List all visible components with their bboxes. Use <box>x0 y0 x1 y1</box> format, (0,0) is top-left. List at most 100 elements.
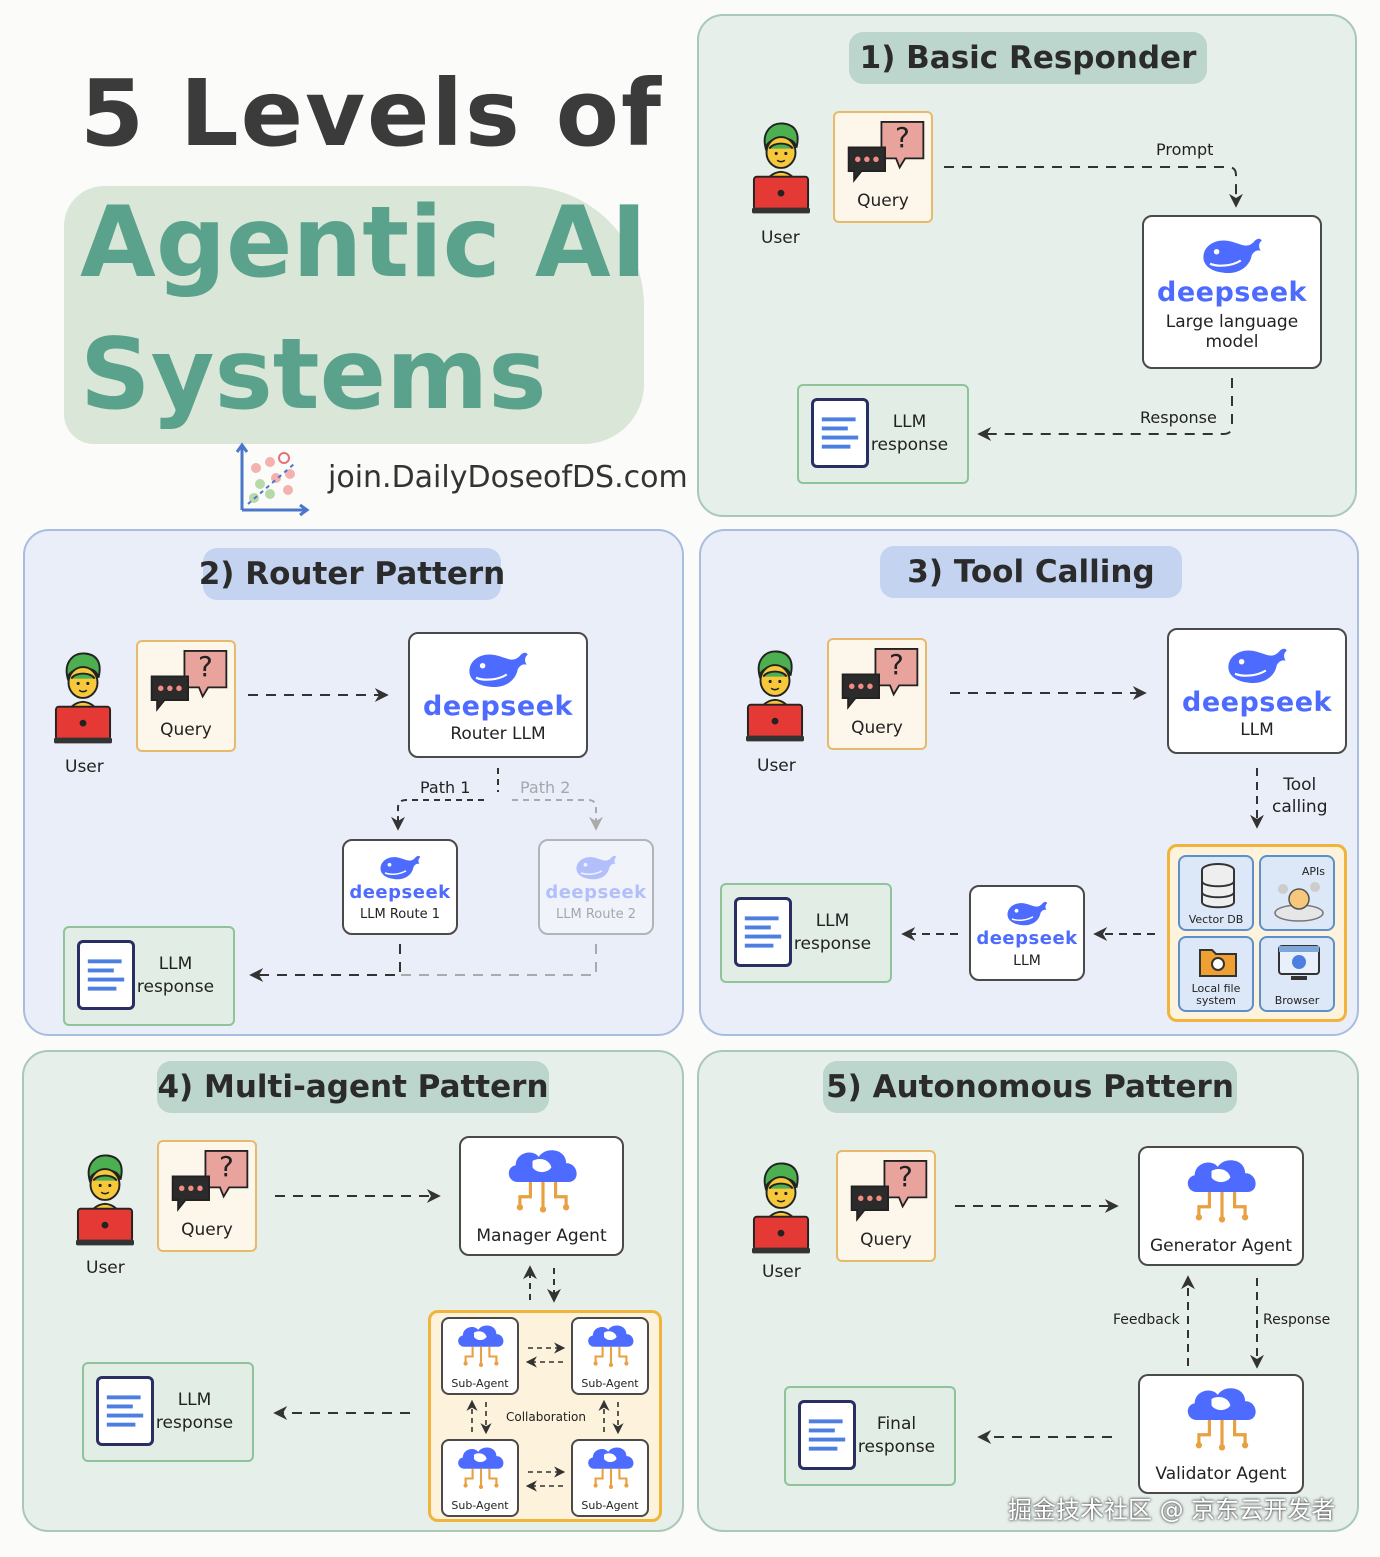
deepseek-logo: deepseek <box>1157 276 1307 308</box>
deepseek-logo: deepseek <box>545 882 647 903</box>
feedback-label: Feedback <box>1113 1312 1180 1328</box>
deepseek-logo: deepseek <box>1182 686 1332 718</box>
llm-box: deepseek Large language model <box>1142 215 1322 369</box>
llm-desc-line-1: Large language <box>1165 311 1299 332</box>
title-line-2: Agentic AI <box>80 186 648 300</box>
brand-site-link[interactable]: join.DailyDoseofDS.com <box>328 460 688 495</box>
query-question-mark: ? <box>219 1150 234 1183</box>
deepseek-logo: deepseek <box>423 690 573 722</box>
query-label: Query <box>860 1230 912 1250</box>
brand-logo-icon <box>234 440 310 517</box>
tool-apis[interactable]: APIs <box>1259 855 1335 931</box>
query-label: Query <box>851 718 903 738</box>
generator-agent-label: Generator Agent <box>1149 1236 1293 1256</box>
query-question-mark: ? <box>198 650 213 683</box>
user-label: User <box>65 757 104 777</box>
query-card: ? Query <box>136 640 236 752</box>
sub-agent-1: Sub-Agent <box>441 1317 519 1395</box>
path-1-label: Path 1 <box>420 778 471 797</box>
query-card: ? Query <box>836 1150 936 1262</box>
query-card: ? Query <box>157 1140 257 1252</box>
tool-apis-label: APIs <box>1301 865 1325 878</box>
document-icon <box>77 940 135 1010</box>
tool-vector-db[interactable]: Vector DB <box>1178 855 1254 931</box>
query-label: Query <box>857 191 909 211</box>
browser-icon <box>1278 945 1320 980</box>
panel-2-title: 2) Router Pattern <box>199 548 505 600</box>
panel-5-title: 5) Autonomous Pattern <box>823 1061 1237 1113</box>
tool-browser[interactable]: Browser <box>1259 936 1335 1012</box>
generator-agent-box: Generator Agent <box>1138 1146 1304 1266</box>
title-line-1: 5 Levels of <box>80 60 663 167</box>
panel-1-title: 1) Basic Responder <box>849 32 1207 84</box>
query-card: ? Query <box>833 111 933 223</box>
footer-watermark: 掘金技术社区 @ 京东云开发者 <box>1008 1496 1336 1524</box>
sub-agent-label: Sub-Agent <box>451 1377 509 1390</box>
llm-label: LLM <box>1240 719 1274 740</box>
llm-route-1-label: LLM Route 1 <box>360 907 440 922</box>
user-label: User <box>86 1258 125 1278</box>
llm-small-box: deepseek LLM <box>969 885 1085 981</box>
manager-agent-label: Manager Agent <box>476 1226 607 1246</box>
user-label: User <box>757 756 796 776</box>
query-label: Query <box>160 720 212 740</box>
query-question-mark: ? <box>895 121 910 154</box>
deepseek-logo: deepseek <box>349 882 451 903</box>
sub-agent-2: Sub-Agent <box>571 1317 649 1395</box>
deepseek-logo: deepseek <box>976 927 1078 949</box>
router-llm-label: Router LLM <box>450 723 546 744</box>
llm-box: deepseek LLM <box>1167 628 1347 754</box>
llm-route-2-box: deepseek LLM Route 2 <box>538 839 654 935</box>
validator-agent-label: Validator Agent <box>1155 1464 1287 1484</box>
query-card: ? Query <box>827 638 927 750</box>
sub-agent-label: Sub-Agent <box>451 1499 509 1512</box>
document-icon <box>96 1376 154 1446</box>
query-question-mark: ? <box>889 648 904 681</box>
llm-route-1-box: deepseek LLM Route 1 <box>342 839 458 935</box>
title-highlight <box>64 186 644 444</box>
title-line-3: Systems <box>80 318 547 432</box>
validator-agent-box: Validator Agent <box>1138 1374 1304 1494</box>
sub-agent-label: Sub-Agent <box>581 1377 639 1390</box>
llm-desc-line-2: model <box>1205 331 1259 352</box>
user-label: User <box>762 1262 801 1282</box>
llm-label: LLM <box>1013 952 1041 969</box>
prompt-label: Prompt <box>1156 140 1214 159</box>
response-label: Response <box>1140 408 1217 427</box>
api-icon <box>1274 882 1324 922</box>
tool-vector-db-label: Vector DB <box>1188 913 1244 926</box>
database-icon <box>1201 863 1235 909</box>
sub-agent-3: Sub-Agent <box>441 1439 519 1517</box>
sub-agent-4: Sub-Agent <box>571 1439 649 1517</box>
response-label: Response <box>1263 1312 1331 1328</box>
sub-agent-label: Sub-Agent <box>581 1499 639 1512</box>
collaboration-label: Collaboration <box>506 1410 586 1424</box>
folder-gear-icon <box>1199 949 1237 977</box>
document-icon <box>734 897 792 967</box>
path-2-label: Path 2 <box>520 778 571 797</box>
document-icon <box>811 398 869 468</box>
document-icon <box>798 1400 856 1470</box>
query-question-mark: ? <box>898 1160 913 1193</box>
user-label: User <box>761 228 800 248</box>
llm-route-2-label: LLM Route 2 <box>556 907 636 922</box>
manager-agent-box: Manager Agent <box>459 1136 624 1256</box>
panel-3-title: 3) Tool Calling <box>880 546 1182 598</box>
